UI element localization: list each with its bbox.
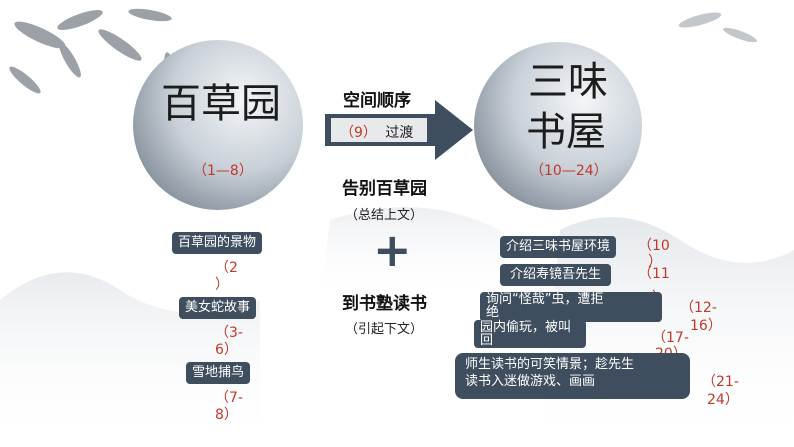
right-arrow-icon: [325, 100, 473, 160]
right-circle: [474, 42, 642, 210]
farewell-label: 告别百草园: [342, 179, 427, 199]
left-circle-range: （1—8）: [193, 163, 253, 179]
left-item-snake-story: 美女蛇故事: [179, 297, 257, 319]
left-item-scenery: 百草园的景物: [172, 232, 263, 254]
arrow-mid-number: （9）: [340, 125, 377, 141]
left-circle-title: 百草园: [161, 81, 281, 127]
right-item-reading-line1: 师生读书的可笑情景；趁先生: [465, 357, 635, 372]
arrow-top-label: 空间顺序: [343, 91, 411, 111]
left-item-scenery-range-b: ）: [215, 277, 229, 293]
right-item-teacher: 介绍寿镜吾先生: [500, 264, 612, 286]
right-item-environment-range-a: （10: [638, 238, 670, 254]
right-item-guaizai: 询问“怪哉”虫，遭拒 绝: [480, 292, 662, 322]
farewell-sub: （总结上文）: [345, 208, 424, 223]
right-item-garden-play: 园内偷玩，被叫 回: [474, 320, 586, 348]
left-item-snake-range-a: （3-: [215, 325, 243, 341]
right-circle-title-line2: 书屋: [526, 109, 606, 155]
left-item-scenery-range-a: （2: [215, 260, 238, 276]
left-item-snake-range-b: 6）: [215, 342, 238, 358]
right-item-guaizai-range-b: 16）: [690, 318, 722, 334]
study-label: 到书塾读书: [342, 294, 427, 314]
right-item-teacher-range-a: （11: [638, 266, 670, 282]
left-item-bird-range-b: 8）: [215, 407, 238, 423]
right-item-reading-scene: 师生读书的可笑情景；趁先生 读书入迷做游戏、画画: [455, 353, 690, 399]
arrow-mid-label: （9） 过渡: [340, 122, 413, 142]
right-item-guaizai-line2: 绝: [486, 305, 500, 320]
left-circle: [133, 40, 303, 210]
right-item-garden-play-line2: 回: [480, 333, 494, 348]
arrow-mid-text: 过渡: [385, 125, 414, 141]
plus-icon: +: [373, 223, 412, 277]
right-item-garden-range-a: （17-: [652, 330, 689, 346]
left-item-bird-catching: 雪地捕鸟: [186, 362, 251, 384]
right-item-guaizai-range-a: （12-: [680, 300, 717, 316]
right-item-garden-play-line1: 园内偷玩，被叫: [480, 320, 572, 335]
right-circle-title-line1: 三味: [528, 59, 608, 105]
right-item-reading-range-b: 24）: [707, 392, 739, 408]
right-circle-range: （10—24）: [530, 163, 608, 179]
left-item-bird-range-a: （7-: [215, 390, 243, 406]
right-item-reading-range-a: （21-: [702, 374, 739, 390]
right-item-environment: 介绍三味书屋环境: [500, 236, 617, 258]
study-sub: （引起下文）: [345, 322, 424, 337]
right-item-environment-range-b: ）: [648, 254, 662, 270]
right-item-guaizai-line1: 询问“怪哉”虫，遭拒: [486, 292, 604, 307]
right-item-reading-line2: 读书入迷做游戏、画画: [465, 374, 596, 389]
